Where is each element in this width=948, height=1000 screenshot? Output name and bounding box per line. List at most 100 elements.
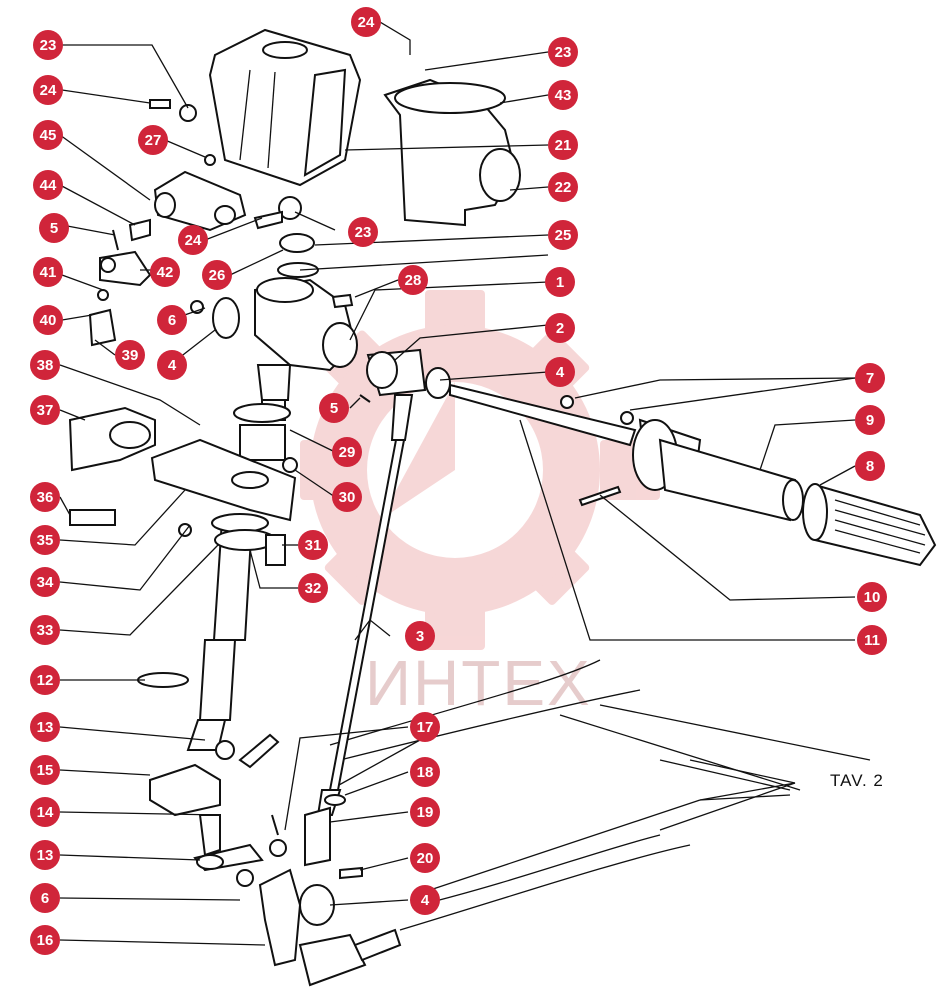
callout-29: 29 [332,437,362,467]
callout-21: 21 [548,130,578,160]
svg-text:41: 41 [40,264,57,281]
svg-text:26: 26 [209,267,226,284]
handle-shaft [359,348,937,567]
svg-text:10: 10 [864,589,881,606]
callout-23a: 23 [33,30,63,60]
callout-24b: 24 [33,75,63,105]
callout-45: 45 [33,120,63,150]
callout-12: 12 [30,665,60,695]
svg-text:45: 45 [40,127,57,144]
callout-15: 15 [30,755,60,785]
svg-text:42: 42 [157,264,174,281]
callout-10: 10 [857,582,887,612]
svg-text:20: 20 [417,850,434,867]
callout-8: 8 [855,451,885,481]
svg-text:19: 19 [417,804,434,821]
svg-text:25: 25 [555,227,572,244]
svg-text:7: 7 [866,370,874,387]
leader-lines [59,21,856,946]
svg-text:18: 18 [417,764,434,781]
vertical-rod [271,394,414,867]
callout-35: 35 [30,525,60,555]
svg-text:28: 28 [405,272,422,289]
svg-text:2: 2 [556,320,564,337]
callout-13b: 13 [30,840,60,870]
lever-part [153,170,247,232]
svg-text:43: 43 [555,87,572,104]
svg-text:34: 34 [37,574,54,591]
callout-43: 43 [548,80,578,110]
upper-cover [208,28,362,187]
svg-text:27: 27 [145,132,162,149]
svg-text:22: 22 [555,179,572,196]
callout-40: 40 [33,305,63,335]
callout-9: 9 [855,405,885,435]
callout-17: 17 [410,712,440,742]
svg-text:24: 24 [358,14,375,31]
svg-text:16: 16 [37,932,54,949]
callout-42: 42 [150,257,180,287]
svg-text:38: 38 [37,357,54,374]
svg-text:15: 15 [37,762,54,779]
callout-4b: 4 [545,357,575,387]
svg-text:4: 4 [556,364,565,381]
svg-text:13: 13 [37,719,54,736]
svg-text:9: 9 [866,412,874,429]
callout-24c: 24 [178,225,208,255]
callout-27: 27 [138,125,168,155]
svg-text:24: 24 [185,232,202,249]
svg-text:13: 13 [37,847,54,864]
lower-linkage [149,763,402,987]
callout-11: 11 [857,625,887,655]
svg-text:33: 33 [37,622,54,639]
callout-26: 26 [202,260,232,290]
svg-text:21: 21 [555,137,572,154]
callout-36: 36 [30,482,60,512]
machine-frame-lines [329,659,871,931]
callout-7: 7 [855,363,885,393]
callout-16: 16 [30,925,60,955]
svg-text:23: 23 [40,37,57,54]
svg-text:40: 40 [40,312,57,329]
svg-text:36: 36 [37,489,54,506]
callout-38: 38 [30,350,60,380]
svg-text:23: 23 [555,44,572,61]
left-small-parts [88,99,302,347]
callout-23b: 23 [548,37,578,67]
svg-text:32: 32 [305,580,322,597]
svg-text:24: 24 [40,82,57,99]
svg-text:5: 5 [330,400,338,417]
svg-text:5: 5 [50,220,58,237]
watermark-text: ИНТЕХ [365,647,592,719]
svg-text:4: 4 [168,357,177,374]
callout-30: 30 [332,482,362,512]
callout-22: 22 [548,172,578,202]
svg-text:44: 44 [40,177,57,194]
svg-text:23: 23 [355,224,372,241]
svg-text:12: 12 [37,672,54,689]
svg-text:4: 4 [421,892,430,909]
svg-text:14: 14 [37,804,54,821]
callout-badges: 23 24 23 43 21 22 24 27 45 44 24 23 25 5… [30,7,887,955]
clamp-block [68,406,156,472]
svg-text:31: 31 [305,537,322,554]
callout-34: 34 [30,567,60,597]
callout-6a: 6 [157,305,187,335]
svg-text:39: 39 [122,347,139,364]
callout-31: 31 [298,530,328,560]
column-assembly [69,233,358,769]
callout-14: 14 [30,797,60,827]
svg-text:37: 37 [37,402,54,419]
callout-44: 44 [33,170,63,200]
callout-5a: 5 [39,213,69,243]
svg-text:29: 29 [339,444,356,461]
sheet-label: TAV. 2 [830,771,884,790]
callout-5b: 5 [319,393,349,423]
callout-20: 20 [410,843,440,873]
callout-23c: 23 [348,217,378,247]
callout-25: 25 [548,220,578,250]
callout-32: 32 [298,573,328,603]
svg-text:35: 35 [37,532,54,549]
svg-text:6: 6 [168,312,176,329]
